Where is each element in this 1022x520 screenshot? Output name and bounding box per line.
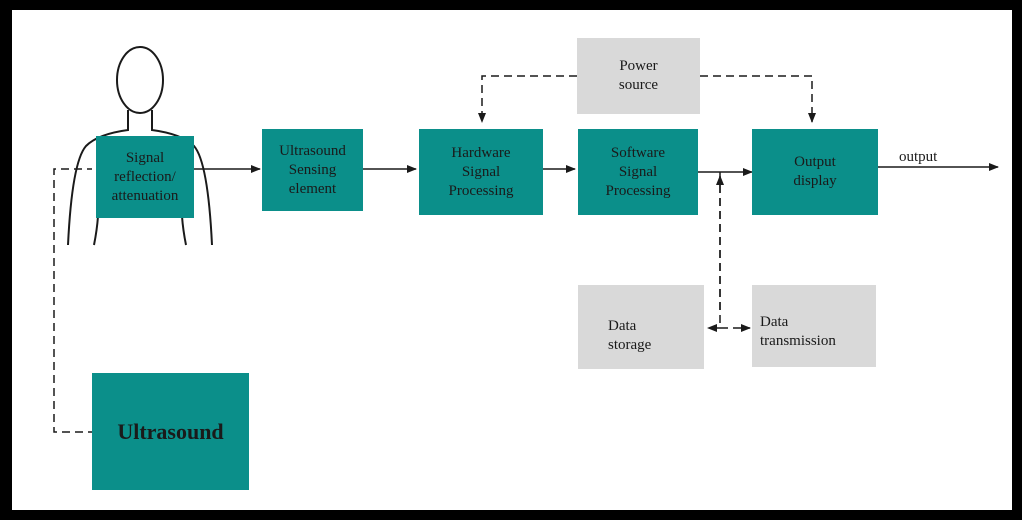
- power-source-label: Power source: [618, 58, 659, 93]
- data-transmission-box: Data transmission: [752, 285, 876, 367]
- hardware-processing-label: Hardware Signal Processing: [448, 144, 514, 199]
- diagram-connectors: [53, 46, 999, 433]
- hardware-processing-box: Hardware Signal Processing: [419, 129, 543, 215]
- data-storage-label: Data storage: [608, 318, 652, 353]
- ultrasound-sensing-label: Ultrasound Sensing element: [279, 142, 346, 197]
- software-processing-label: Software Signal Processing: [605, 144, 671, 199]
- diagram-canvas: Signal reflection/ attenuation Ultrasoun…: [12, 10, 1012, 510]
- ultrasound-box: Ultrasound: [92, 373, 249, 490]
- main-flow-arrows: [192, 163, 999, 176]
- signal-reflection-label: Signal reflection/ attenuation: [111, 149, 179, 204]
- output-label: output: [899, 149, 938, 165]
- power-source-box: Power source: [577, 38, 700, 114]
- software-processing-box: Software Signal Processing: [578, 129, 698, 215]
- output-display-label: Output display: [793, 154, 837, 189]
- output-display-box: Output display: [752, 129, 878, 215]
- ultrasound-sensing-box: Ultrasound Sensing element: [262, 129, 363, 211]
- ultrasound-label: Ultrasound: [117, 419, 224, 444]
- data-storage-box: Data storage: [578, 285, 704, 369]
- signal-reflection-box: Signal reflection/ attenuation: [96, 136, 194, 218]
- data-transmission-label: Data transmission: [760, 314, 836, 349]
- dashed-connections: [53, 75, 816, 433]
